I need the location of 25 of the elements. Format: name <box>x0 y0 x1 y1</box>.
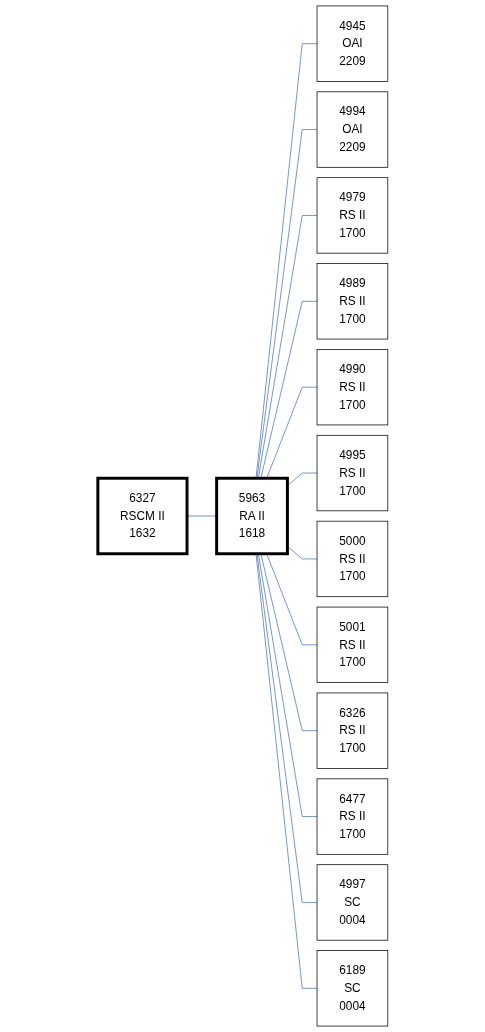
connector <box>266 553 318 646</box>
connector <box>257 553 318 817</box>
node-box: 4997 SC 0004 <box>316 864 388 941</box>
connector <box>255 43 318 479</box>
connector <box>260 553 318 732</box>
connector <box>256 553 318 903</box>
node-box: 4994 OAI 2209 <box>316 91 388 168</box>
connector <box>255 553 318 989</box>
node-box: 6477 RS II 1700 <box>316 778 388 855</box>
node-box: 6189 SC 0004 <box>316 950 388 1027</box>
connector <box>260 300 318 479</box>
connector <box>256 129 318 479</box>
node-box: 4979 RS II 1700 <box>316 177 388 254</box>
node-box: 6326 RS II 1700 <box>316 692 388 769</box>
node-box: 4990 RS II 1700 <box>316 349 388 426</box>
connector <box>186 515 217 517</box>
connector <box>266 386 318 479</box>
node-box: 5001 RS II 1700 <box>316 606 388 683</box>
node-box: 4989 RS II 1700 <box>316 263 388 340</box>
node-box: 4945 OAI 2209 <box>316 5 388 82</box>
connector <box>257 215 318 479</box>
node-box: 6327 RSCM II 1632 <box>96 476 189 556</box>
node-box: 5000 RS II 1700 <box>316 520 388 598</box>
node-box: 4995 RS II 1700 <box>316 434 388 512</box>
node-box: 5963 RA II 1618 <box>214 476 289 556</box>
